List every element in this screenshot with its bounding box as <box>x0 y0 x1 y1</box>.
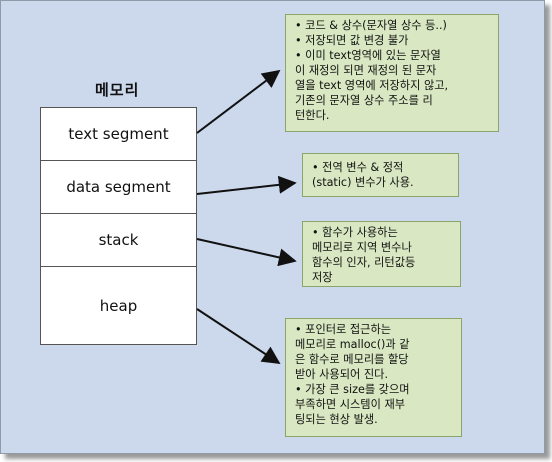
note-line: 기존의 문자열 상수 주소를 리 <box>295 94 433 107</box>
segment-data: data segment <box>41 161 196 214</box>
note-line: • 가장 큰 size를 갖으며 <box>295 383 410 396</box>
note-line: • 코드 & 상수(문자열 상수 등..) <box>295 19 447 32</box>
note-data-segment: • 전역 변수 & 정적 (static) 변수가 사용. <box>302 153 459 197</box>
note-line: 팅되는 현상 발생. <box>295 413 378 426</box>
note-line: 함수의 인자, 리턴값등 <box>312 256 416 269</box>
arrow-data-segment <box>196 175 297 195</box>
note-line: • 함수가 사용하는 <box>312 226 398 239</box>
arrow-text-segment <box>196 69 281 134</box>
note-line: • 이미 text영역에 있는 문자열 <box>295 49 441 62</box>
segment-text: text segment <box>41 108 196 161</box>
note-line: • 전역 변수 & 정적 <box>312 161 404 174</box>
note-line: 열을 text 영역에 저장하지 않고, <box>295 79 449 92</box>
note-line: 이 재정의 되면 재정의 된 문자 <box>295 64 437 77</box>
memory-table: text segment data segment stack heap <box>40 107 197 345</box>
note-line: 저장 <box>312 271 333 284</box>
note-line: • 포인터로 접근하는 <box>295 323 392 336</box>
note-line: • 저장되면 값 변경 불가 <box>295 34 409 47</box>
note-line: 메모리로 malloc()과 같 <box>295 338 410 351</box>
note-line: 받아 사용되어 진다. <box>295 368 389 381</box>
arrow-heap <box>196 308 281 364</box>
arrow-stack <box>196 238 297 267</box>
note-line: 메모리로 지역 변수나 <box>312 241 412 254</box>
note-text-segment: • 코드 & 상수(문자열 상수 등..) • 저장되면 값 변경 불가 • 이… <box>285 14 499 132</box>
segment-stack: stack <box>41 214 196 267</box>
note-stack: • 함수가 사용하는 메모리로 지역 변수나 함수의 인자, 리턴값등 저장 <box>302 221 461 287</box>
note-line: 부족하면 시스템이 재부 <box>295 398 406 411</box>
diagram-frame: 메모리 text segment data segment stack heap… <box>0 0 545 454</box>
memory-title: 메모리 <box>95 81 140 99</box>
arrows-layer <box>196 69 297 364</box>
note-line: 은 함수로 메모리를 할당 <box>295 353 409 366</box>
note-heap: • 포인터로 접근하는 메모리로 malloc()과 같 은 함수로 메모리를 … <box>285 318 462 437</box>
segment-heap: heap <box>99 296 138 315</box>
note-line: 턴한다. <box>295 109 330 122</box>
note-line: (static) 변수가 사용. <box>312 176 414 189</box>
